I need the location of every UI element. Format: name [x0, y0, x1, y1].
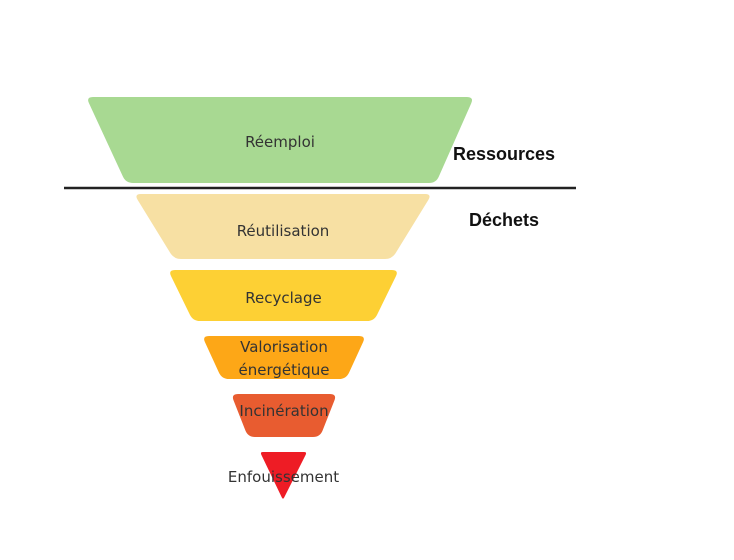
level-enfouissement-shape	[260, 452, 307, 499]
level-recyclage-label: Recyclage	[245, 289, 321, 307]
level-reemploi-label: Réemploi	[245, 133, 315, 151]
level-enfouissement-label: Enfouissement	[228, 468, 339, 486]
level-recyclage-shape	[170, 270, 397, 321]
level-reutilisation-label: Réutilisation	[237, 222, 330, 240]
level-valorisation-label: Valorisation	[240, 338, 328, 356]
level-valorisation-label: énergétique	[239, 361, 330, 379]
level-reemploi-shape	[88, 97, 472, 183]
ressources-label: Ressources	[453, 144, 556, 164]
dechets-label: Déchets	[469, 210, 540, 230]
level-reutilisation-shape	[136, 194, 430, 259]
level-incineration-shape	[232, 394, 336, 437]
level-valorisation-shape	[204, 336, 364, 379]
level-incineration-label: Incinération	[239, 402, 328, 420]
